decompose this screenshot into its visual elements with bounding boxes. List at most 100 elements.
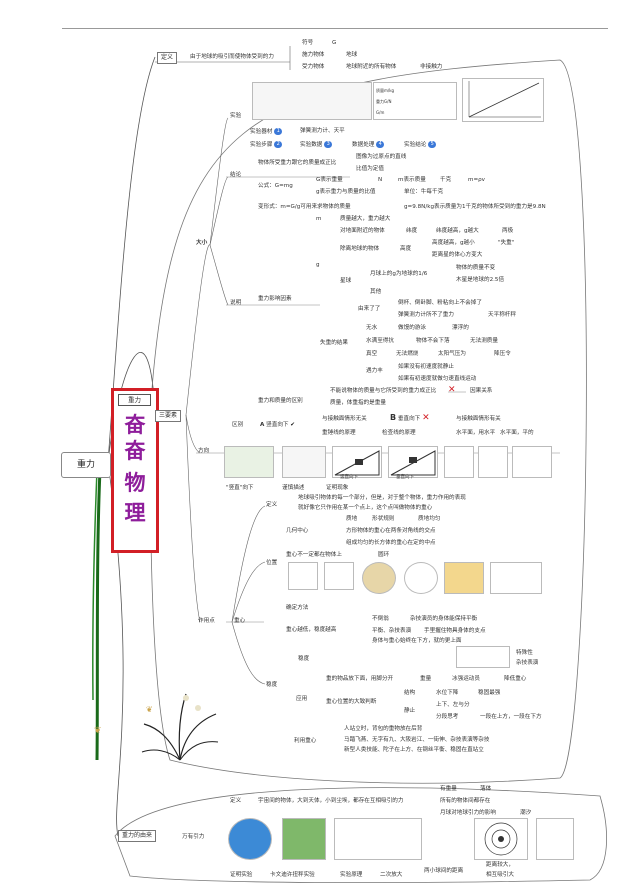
step-3-icon: 3 [324,141,333,148]
rule-a: 质地 [346,516,358,522]
app-b: 重量 [420,676,432,682]
rule-a-note: 与接触面情形无关 [322,416,367,422]
brand-char-3: 物 [124,470,146,495]
diff-a: 不能说物体的质量与它所受到的重力成正比 [330,388,437,394]
source-value: 地球 [346,52,358,58]
exp-step-1-label: 实验器材 [250,129,273,135]
lat-a: 纬度 [406,228,418,234]
spring-scale-image [252,82,372,120]
force-diagram-image [536,818,574,860]
earth-image [228,818,272,860]
n-label: N [378,177,383,183]
conclusion-node[interactable]: 结论 [230,172,242,178]
app-c: 冰强运动员 [452,676,480,682]
stable-a: 不倒翁 [372,616,389,622]
explanation-node[interactable]: 说明 [230,300,242,306]
mass-a: 由来了了 [358,306,381,312]
wrong-x-icon: ✕ [448,385,456,395]
earth-gravity-image [224,446,274,478]
direction-rule-a: A 竖直向下 ✔ [260,422,295,428]
method-label: 确定方法 [286,605,309,611]
app-b-note: 水平面，平的 [500,430,534,436]
direction-tag-a: 谨慎描述 [282,485,305,491]
use-b: 马踏飞燕、无字有九、大阪岩江、一街伸、杂技表演等杂技 [344,737,490,743]
earth-b: 落体 [480,786,492,792]
app-a: 重的物品放下面，用脚分开 [326,676,394,682]
app-l: 上下、左与分 [436,702,470,708]
zero-a: 遇力丰 [366,368,383,374]
vac-c: 太阳气压为 [438,351,466,357]
data-table: 质量m/kg 重力G/N G/m [373,82,457,120]
center-node[interactable]: 重心 [234,618,246,624]
lat-label: 对地面附近的物体 [340,228,385,234]
formula: 公式：G=mg [258,183,293,189]
caption-b: 垂直向下 [396,475,414,480]
step-5-icon: 5 [428,141,437,148]
app-label: 应用 [296,696,308,702]
brand-char-4: 理 [124,500,146,525]
exp-step-2c-label: 实验结论 [404,142,427,148]
unit-note: 单位：牛每千克 [404,189,444,195]
rule-b: 形状规则 [372,516,395,522]
exp-b: 实验原理 [340,872,363,878]
earth-a: 有重量 [440,786,457,792]
not-on-label: 重心不一定都在物体上 [286,552,342,558]
water-c: 漂浮的 [452,325,469,331]
disc-image [362,562,396,594]
star-label: 星球 [340,278,352,284]
rule-c: 质地均匀 [418,516,441,522]
magnitude-node[interactable]: 大小 [196,240,208,246]
diff-label: 重力和质量的区别 [258,398,303,404]
g-label: G表示重量 [316,177,343,183]
three-elements-node[interactable]: 三要素 [155,410,182,422]
exp-step-2: 实验步骤 2 [250,141,283,149]
torsion-balance-image [334,818,422,860]
slope-icon [334,450,380,476]
origin-node[interactable]: 重力的由来 [118,830,157,842]
direction-node[interactable]: 方向 [198,448,210,454]
conclusion-ratio: 比值为定值 [356,166,384,172]
exp-label: 证明实验 [230,872,253,878]
definition-node[interactable]: 定义 [157,52,178,64]
brand-tab: 重力 [118,394,151,406]
app-f: 杂技表演 [516,660,539,666]
universal-node[interactable]: 万有引力 [182,834,205,840]
direction-tag-b: 证明现象 [326,485,349,491]
mass-d: 天平称杆秤 [488,312,516,318]
rule-b-note: 与接触面情形有关 [456,416,501,422]
rule-label: 几何中心 [286,528,309,534]
step-4-icon: 4 [376,141,385,148]
ring-image [404,562,438,594]
exp-step-2c: 实验结论 5 [404,141,437,149]
brand-char-2: 奋 [124,438,146,463]
exp-f: 相互吸引大 [486,872,514,878]
direction-rule-b: B 垂直向下 ✕ [390,413,430,423]
symbol-value: G [332,40,337,46]
point-node[interactable]: 作用点 [198,618,215,624]
center-def-text-2: 就好像它只作用在某一个点上，这个点叫做物体的重心 [298,505,433,511]
alt-label: 除离地球的物体 [340,246,380,252]
stable-compare: 稳度 [298,656,310,662]
proportional-graph [462,78,544,122]
plumb-line-image [282,446,326,478]
experiment-node[interactable]: 实验 [230,113,242,119]
stable-e: 身体与重心始终在下方，就的更上面 [372,638,462,644]
app-b: 水平面，用水平 [456,430,496,436]
mass-c: 弹簧测力计所不了重力 [398,312,454,318]
use-a: 人站立时，背包的重物放在后背 [344,726,423,732]
air-c: 无法测质量 [470,338,498,344]
mass-label: 失重的结果 [320,340,348,346]
stable-label: 重心越低，稳度越高 [286,627,337,633]
app-j: 稳固最强 [478,690,501,696]
water-a: 无水 [366,325,378,331]
slope-vertical-image [332,446,382,478]
cross-icon: ✕ [422,413,430,423]
table-row-ratio: G/m [376,110,385,115]
conclusion-graph: 图像为过原点的直线 [356,154,407,160]
central-topic[interactable]: 重力 [61,452,111,478]
diff-b: 因果关系 [470,388,493,394]
factor-m: m [316,216,322,222]
factor-m-note: 质量越大，重力越大 [340,216,391,222]
kg-label: 千克 [440,177,452,183]
